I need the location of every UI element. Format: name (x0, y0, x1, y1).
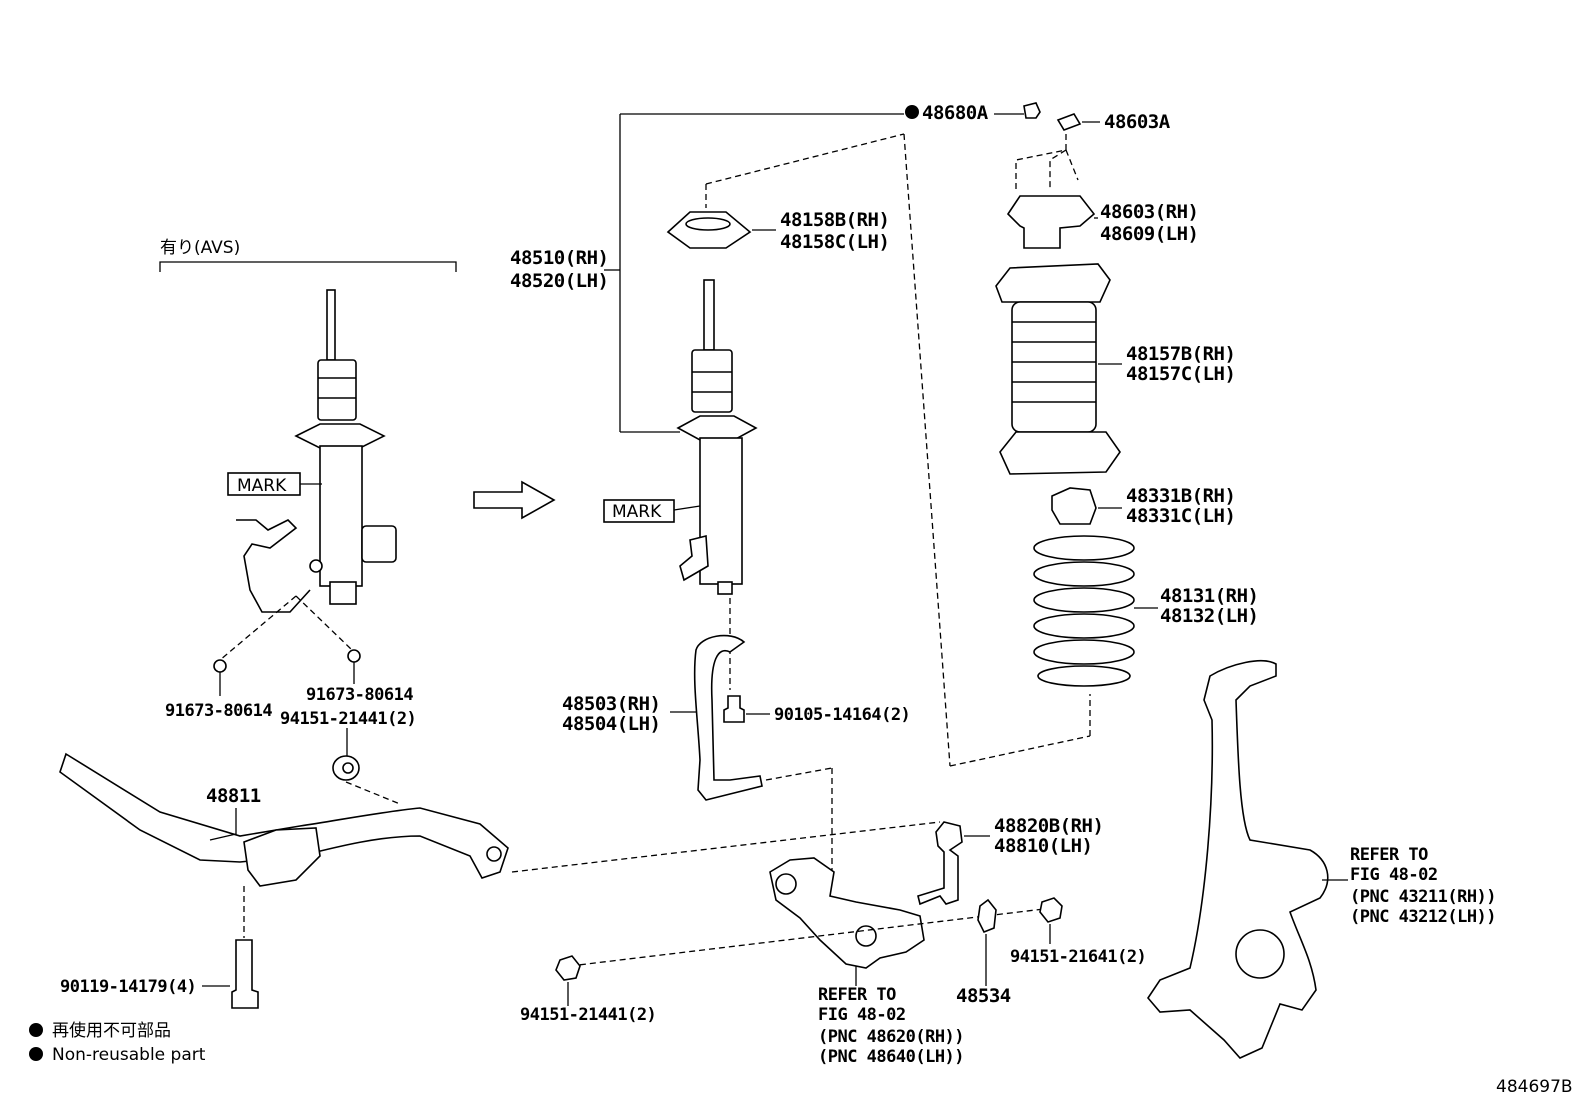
non-reusable-dot-icon (905, 105, 919, 119)
center-strut-group: 48510(RH) 48520(LH) 48680A 48158B(RH) 48… (510, 102, 1041, 880)
label-48503: 48503(RH) (562, 693, 660, 715)
avs-label: 有り(AVS) (160, 238, 240, 258)
mount-48603-icon (1006, 195, 1096, 249)
legend-jp: 再使用不可部品 (52, 1020, 171, 1041)
lower-arm-icon (769, 857, 925, 969)
bracket-48503-icon (693, 634, 763, 801)
label-48158C: 48158C(LH) (780, 231, 889, 253)
legend-dot-jp-icon (29, 1023, 43, 1037)
avs-strut-group: 有り(AVS) MARK 91673-80614 91673-80614 941… (159, 238, 457, 781)
bolt-90119-icon (231, 939, 259, 1009)
label-48520: 48520(LH) (510, 270, 608, 292)
label-48811: 48811 (206, 785, 261, 807)
label-94151-b: 94151-21641(2) (1010, 947, 1146, 967)
label-94151-c: 94151-21441(2) (520, 1005, 656, 1025)
ref-lower-arm-0: REFER TO (818, 985, 896, 1005)
ref-knuckle-0: REFER TO (1350, 845, 1428, 865)
ref-knuckle-1: FIG 48-02 (1350, 865, 1438, 885)
strut-48510-illustration (676, 279, 758, 595)
ref-knuckle-2: (PNC 43211(RH)) (1350, 887, 1496, 907)
clip-left-icon (213, 659, 227, 673)
label-48157B: 48157B(RH) (1126, 343, 1235, 365)
avs-strut-illustration (236, 289, 397, 613)
label-48157C: 48157C(LH) (1126, 363, 1235, 385)
lower-arm-group: 48820B(RH) 48810(LH) REFER TO FIG 48-02 … (520, 815, 1147, 1067)
coil-spring-48131-icon (1033, 535, 1135, 687)
label-91673-a: 91673-80614 (165, 701, 272, 721)
label-48331B: 48331B(RH) (1126, 485, 1235, 507)
label-48603A: 48603A (1104, 111, 1171, 133)
legend-dot-en-icon (29, 1047, 43, 1061)
stabilizer-link-48820-icon (917, 821, 963, 906)
ref-lower-arm-3: (PNC 48640(LH)) (818, 1047, 964, 1067)
right-column-group: 48603A 48603(RH) 48609(LH) 48157B(RH) 48… (903, 111, 1259, 767)
stabilizer-group: 48811 90119-14179(4) (59, 752, 941, 1009)
label-48603: 48603(RH) (1100, 201, 1198, 223)
nut-94151-b-icon (1039, 897, 1063, 923)
knuckle-group: REFER TO FIG 48-02 (PNC 43211(RH)) (PNC … (1146, 660, 1497, 1059)
label-91673-b: 91673-80614 (306, 685, 413, 705)
legend: 再使用不可部品 Non-reusable part (29, 1020, 206, 1065)
ref-knuckle-3: (PNC 43212(LH)) (1350, 907, 1496, 927)
nut-94151-c-icon (555, 955, 581, 981)
boot-48157-icon (1011, 301, 1097, 433)
ref-lower-arm-2: (PNC 48620(RH)) (818, 1027, 964, 1047)
label-90119: 90119-14179(4) (60, 977, 196, 997)
spring-seat-upper-icon (995, 263, 1111, 303)
label-48504: 48504(LH) (562, 713, 660, 735)
legend-en: Non-reusable part (52, 1045, 206, 1065)
label-48609: 48609(LH) (1100, 223, 1198, 245)
nut-48603A-icon (1056, 113, 1082, 131)
arrow-icon (473, 480, 556, 520)
label-48680A: 48680A (922, 102, 989, 124)
diagram-id: 484697B (1496, 1077, 1573, 1097)
label-48534: 48534 (956, 985, 1011, 1007)
label-48132: 48132(LH) (1160, 605, 1258, 627)
nut-48680A-icon (1023, 102, 1041, 119)
label-48158B: 48158B(RH) (780, 209, 889, 231)
clip-right-icon (347, 649, 361, 663)
ref-lower-arm-1: FIG 48-02 (818, 1005, 906, 1025)
label-48510: 48510(RH) (510, 247, 608, 269)
mark-center-label: MARK (612, 502, 662, 522)
avs-bracket (159, 261, 457, 272)
bumper-48331-icon (1051, 487, 1097, 525)
label-48331C: 48331C(LH) (1126, 505, 1235, 527)
mark-left-box: MARK (227, 472, 322, 496)
label-48810: 48810(LH) (994, 835, 1092, 857)
label-94151-a: 94151-21441(2) (280, 709, 416, 729)
spring-seat-lower-icon (999, 431, 1121, 475)
label-90105: 90105-14164(2) (774, 705, 910, 725)
washer-48534-icon (977, 898, 997, 934)
knuckle-icon (1146, 660, 1329, 1059)
stabilizer-bushing-icon (243, 827, 321, 887)
label-48131: 48131(RH) (1160, 585, 1258, 607)
label-48820B: 48820B(RH) (994, 815, 1103, 837)
bolt-90105-icon (723, 695, 745, 723)
mark-left-label: MARK (237, 476, 287, 496)
